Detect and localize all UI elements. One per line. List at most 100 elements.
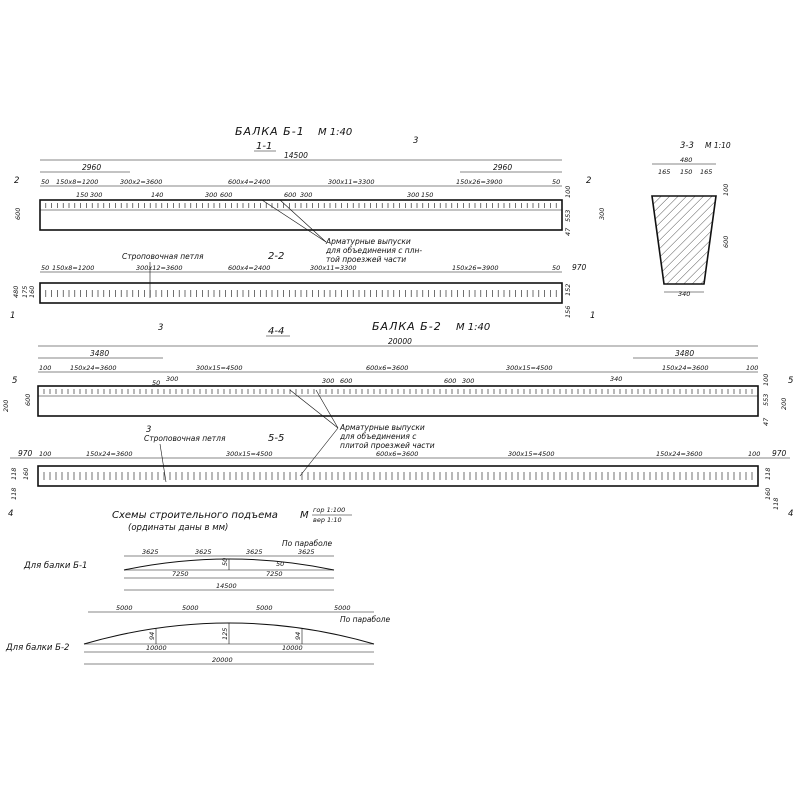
beam-b1: БАЛКА Б-1 М 1:40 1-1 3 14500 2960 2960 5… — [10, 125, 606, 321]
b2-plan-dim-300x15b: 300х15=4500 — [508, 450, 555, 458]
camber-b2-h3: 94 — [294, 632, 302, 640]
camber-b1-total: 14500 — [216, 582, 237, 590]
b1-dim-300x2: 300х2=3600 — [120, 178, 162, 186]
b2-plan-dim-970-right: 970 — [772, 449, 787, 458]
b1-dim-50-right: 50 — [552, 178, 560, 186]
b2-dim-300b: 300 — [322, 377, 334, 385]
b1-stirrup-ticks — [45, 203, 557, 208]
b1-dim-300x11: 300х11=3300 — [328, 178, 375, 186]
b2-dim-50: 50 — [152, 379, 160, 387]
b1-dim-50-left: 50 — [41, 178, 49, 186]
b2-side-length-right: 3480 — [675, 349, 694, 358]
b2-plan-118-right: 118 — [764, 468, 772, 480]
b1-note-line-3: той проезжей части — [326, 255, 406, 264]
b2-note-line-3: плитой проезжей части — [340, 441, 435, 450]
b1-height-100: 100 — [564, 186, 572, 198]
b2-note-line-2: для объединения с — [339, 432, 417, 441]
s33-scale: М 1:10 — [705, 141, 731, 150]
b1-plan-dim-300x12: 300х12=3600 — [136, 264, 183, 272]
b2-dim-600a: 600 — [340, 377, 352, 385]
s33-width-c: 165 — [700, 168, 712, 176]
b1-plan-175: 175 — [21, 286, 29, 298]
b1-dim-300d: 300 — [407, 191, 419, 199]
b1-dim-300c: 300 — [300, 191, 312, 199]
b2-dim-300x15: 300х15=4500 — [196, 364, 243, 372]
b2-note-leader-2 — [315, 389, 339, 429]
b2-stirrup-ticks — [43, 389, 753, 394]
b2-scale: М 1:40 — [456, 322, 490, 333]
camber-scale-m: М — [300, 510, 309, 521]
b1-note-leader-2 — [279, 199, 327, 243]
camber-b2-d1: 5000 — [116, 604, 133, 612]
b2-lifting-loop-label: Строповочная петля — [144, 434, 226, 443]
b1-total-length: 14500 — [284, 151, 308, 160]
b1-plan-152: 152 — [564, 284, 572, 296]
b2-dim-600b: 600 — [444, 377, 456, 385]
camber-subtitle: (ординаты даны в мм) — [128, 523, 228, 533]
s33-title: 3-3 — [680, 141, 694, 151]
b1-height-300: 300 — [598, 208, 606, 220]
b1-plan-dim-150x26: 150х26=3900 — [452, 264, 499, 272]
b2-height-600: 600 — [24, 394, 32, 406]
b1-plan-dim-150x8: 150х8=1200 — [52, 264, 94, 272]
camber-b2-d2: 5000 — [182, 604, 199, 612]
camber-b2-label: Для балки Б-2 — [5, 643, 69, 653]
b2-plan-118: 118 — [10, 468, 18, 480]
b1-dim-300b: 300 — [205, 191, 217, 199]
section-3-3: 3-3 М 1:10 480 165 150 165 600 100 340 — [651, 141, 731, 298]
b1-dim-150: 150 — [76, 191, 88, 199]
b1-plan-480: 480 — [12, 286, 20, 298]
b2-section-5-5-label: 5-5 — [268, 433, 284, 444]
b2-dim-600x6: 600х6=3600 — [366, 364, 408, 372]
b2-plan-dim-100-right: 100 — [748, 450, 760, 458]
b1-side-length-right: 2960 — [493, 163, 512, 172]
camber-b2-h1: 94 — [148, 632, 156, 640]
camber-b2-h2: 125 — [221, 628, 229, 640]
b2-section-4-4-label: 4-4 — [268, 326, 284, 337]
camber-b1-h1: 50 — [221, 558, 229, 566]
s33-width-top: 480 — [680, 156, 692, 164]
b2-dim-300a: 300 — [166, 375, 178, 383]
camber-b2-total: 20000 — [212, 656, 233, 664]
s33-width-a: 165 — [658, 168, 670, 176]
camber-schemes: Схемы строительного подъема М гор 1:100 … — [5, 506, 390, 665]
camber-b2-d4: 5000 — [334, 604, 351, 612]
b1-section-mark-3: 3 — [413, 136, 418, 146]
b2-section-mark-3-lower: 3 — [146, 425, 151, 435]
b2-title: БАЛКА Б-2 — [372, 320, 442, 333]
s33-height: 600 — [722, 236, 730, 248]
b1-plan-156: 156 — [564, 306, 572, 318]
b2-height-553: 553 — [762, 394, 770, 406]
b2-dim-150x24: 150х24=3600 — [70, 364, 117, 372]
b2-plan-dim-100-left: 100 — [39, 450, 51, 458]
b2-dim-150x24b: 150х24=3600 — [662, 364, 709, 372]
camber-b2-parabola-label: По параболе — [340, 615, 390, 624]
b1-dim-140: 140 — [151, 191, 163, 199]
b1-side-length-left: 2960 — [82, 163, 101, 172]
b1-note-line-1: Арматурные выпуски — [325, 237, 411, 246]
b2-plan-160: 160 — [22, 468, 30, 480]
b2-dim-340: 340 — [610, 375, 622, 383]
b2-plan-160-right: 160 — [764, 488, 772, 500]
b2-note-leader-3 — [299, 427, 339, 477]
b1-scale: М 1:40 — [318, 127, 352, 138]
camber-b1-d1: 3625 — [142, 548, 159, 556]
b1-dim-300a: 300 — [90, 191, 102, 199]
camber-title: Схемы строительного подъема — [112, 510, 278, 521]
b2-total-length: 20000 — [388, 337, 412, 346]
b1-section-mark-2-left: 2 — [14, 176, 19, 186]
b2-side-length-left: 3480 — [90, 349, 109, 358]
b2-height-100: 100 — [762, 374, 770, 386]
beam-b2: БАЛКА Б-2 М 1:40 4-4 3 20000 3480 3480 1… — [2, 320, 793, 519]
s33-cross-section — [651, 195, 717, 285]
b2-plan-stirrup-ticks — [43, 472, 753, 480]
b1-beam-elevation — [39, 199, 563, 231]
camber-b1-half-left: 7250 — [172, 570, 189, 578]
camber-b2-d3: 5000 — [256, 604, 273, 612]
b2-note-leader-1 — [289, 389, 339, 429]
b1-note-line-2: для объединения с плн- — [325, 246, 422, 255]
camber-b2-half-right: 10000 — [282, 644, 303, 652]
b1-beam-plan — [39, 282, 563, 304]
b1-lifting-loop-label: Строповочная петля — [122, 252, 204, 261]
b2-beam-plan — [37, 465, 759, 487]
